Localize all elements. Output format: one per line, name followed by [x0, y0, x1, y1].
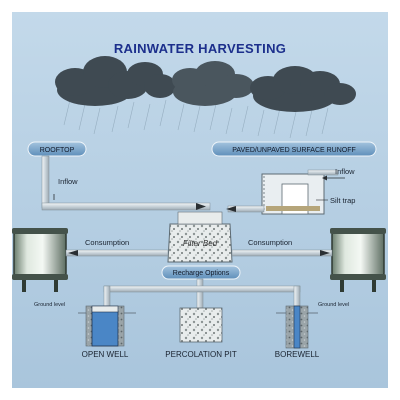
open-well	[78, 305, 136, 347]
cloud-left	[55, 56, 176, 106]
ground-level-left-label: Ground level	[34, 302, 65, 308]
recharge-distribution-pipes	[103, 278, 301, 309]
consumption-right-label: Consumption	[248, 238, 292, 247]
inflow-right-label: Inflow	[335, 167, 355, 176]
diagram-title: RAINWATER HARVESTING	[114, 41, 286, 56]
rooftop-downpipe	[41, 155, 211, 211]
borewell	[276, 305, 318, 349]
storage-tank-right	[330, 228, 386, 292]
surface-runoff-bar: PAVED/UNPAVED SURFACE RUNOFF	[211, 141, 377, 157]
storage-tank-left	[12, 228, 68, 292]
silt-trap-outlet-pipe	[226, 205, 265, 213]
consumption-pipe-right	[231, 249, 333, 257]
ground-level-right-label: Ground level	[318, 302, 349, 308]
cloud-middle	[172, 61, 254, 106]
recharge-options-bar: Recharge Options	[161, 265, 241, 280]
rooftop-label: ROOFTOP	[40, 147, 75, 154]
silt-trap-label: Silt trap	[330, 196, 355, 205]
surface-runoff-label: PAVED/UNPAVED SURFACE RUNOFF	[232, 147, 356, 154]
percolation-pit	[179, 307, 223, 343]
cloud-right	[250, 66, 356, 112]
recharge-options-label: Recharge Options	[173, 270, 230, 277]
borewell-label: BOREWELL	[275, 350, 320, 359]
consumption-pipe-left	[65, 249, 169, 257]
rooftop-bar: ROOFTOP	[27, 141, 87, 157]
inflow-left-label: Inflow	[58, 177, 78, 186]
inflow-right-arrow	[322, 175, 345, 181]
filter-bed: Filter Bed	[167, 211, 233, 263]
rain-streaks	[63, 99, 329, 139]
rain-clouds	[55, 56, 356, 112]
consumption-left-label: Consumption	[85, 238, 129, 247]
percolation-pit-label: PERCOLATION PIT	[165, 350, 237, 359]
silt-trap	[261, 169, 339, 215]
open-well-label: OPEN WELL	[82, 350, 129, 359]
filter-bed-label: Filter Bed	[183, 239, 218, 248]
